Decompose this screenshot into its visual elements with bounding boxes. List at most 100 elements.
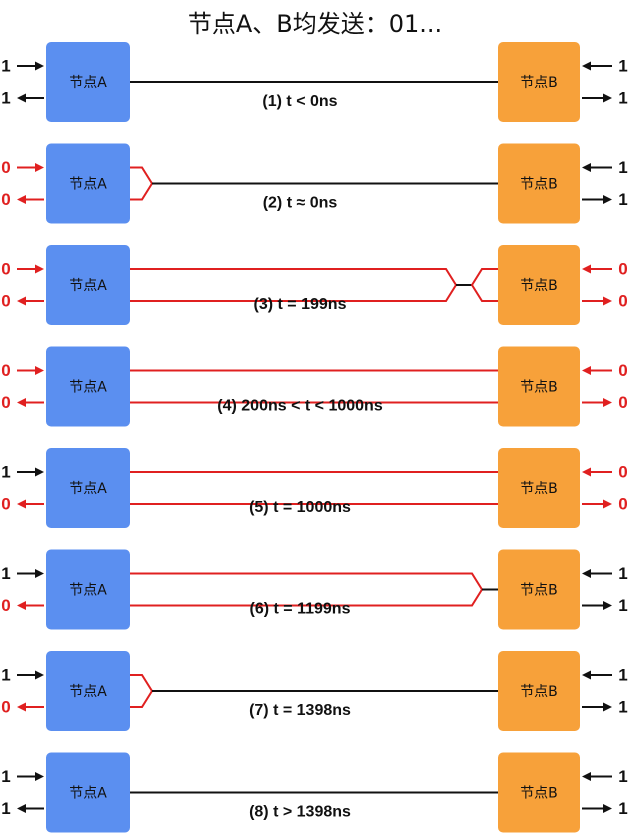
node-b-box — [498, 549, 580, 630]
step-caption: (6) t = 1199ns — [250, 601, 351, 618]
step-caption: (4) 200ns < t < 1000ns — [217, 398, 383, 415]
node-a-input-arrow-head — [35, 772, 44, 781]
node-a-label: 节点A — [69, 380, 107, 396]
node-b-box — [498, 752, 580, 833]
node-b-label: 节点B — [520, 684, 558, 700]
step-caption: (8) t > 1398ns — [249, 804, 351, 821]
node-b-output-arrow-head — [603, 93, 612, 103]
node-a-output-arrow-head — [17, 195, 26, 204]
node-a-output-value: 0 — [1, 190, 10, 209]
node-a-label: 节点A — [69, 75, 107, 91]
node-a-input-value: 0 — [1, 361, 10, 380]
node-b-box — [498, 143, 580, 224]
node-b-input-value: 1 — [618, 564, 627, 583]
node-b-output-arrow-head — [603, 804, 612, 813]
node-b-output-value: 1 — [618, 88, 627, 107]
node-b-input-value: 1 — [618, 56, 627, 75]
node-b-input-value: 1 — [618, 665, 627, 684]
node-b-label: 节点B — [520, 786, 558, 802]
node-a-label: 节点A — [69, 583, 107, 599]
node-b-output-value: 1 — [618, 190, 627, 209]
node-a-output-value: 0 — [1, 596, 10, 615]
node-b-input-arrow-head — [582, 670, 591, 680]
node-a-input-arrow-head — [35, 61, 44, 71]
node-a-box — [46, 549, 130, 630]
node-b-label: 节点B — [520, 177, 558, 193]
node-b-label: 节点B — [520, 380, 558, 396]
node-a-input-arrow-head — [35, 163, 44, 172]
node-b-output-arrow-head — [603, 398, 612, 407]
node-a-output-value: 1 — [1, 88, 10, 107]
signal-front-b — [470, 268, 498, 302]
node-a-input-arrow-head — [35, 264, 44, 274]
node-b-input-arrow-head — [582, 467, 591, 477]
node-b-output-arrow-head — [603, 499, 612, 509]
node-a-input-value: 1 — [1, 56, 10, 75]
timeline-row: 节点A 节点B 0 0 0 0 (4) 200ns < t < 1000ns — [1, 346, 628, 427]
node-a-input-value: 1 — [1, 665, 10, 684]
node-a-output-arrow-head — [17, 499, 26, 509]
signal-front-a — [130, 674, 154, 708]
node-a-output-arrow-head — [17, 398, 26, 407]
node-a-output-arrow-head — [17, 93, 26, 103]
node-a-output-value: 1 — [1, 799, 10, 818]
node-a-input-arrow-head — [35, 569, 44, 578]
step-caption: (7) t = 1398ns — [249, 702, 351, 719]
step-caption: (5) t = 1000ns — [249, 499, 351, 516]
node-a-box — [46, 346, 130, 427]
node-a-label: 节点A — [69, 278, 107, 294]
timeline-row: 节点A 节点B 1 0 1 1 (6) t = 1199ns — [1, 549, 628, 630]
node-a-output-value: 0 — [1, 697, 10, 716]
node-a-box — [46, 448, 130, 528]
node-a-input-value: 1 — [1, 564, 10, 583]
node-a-output-arrow-head — [17, 601, 26, 610]
node-a-label: 节点A — [69, 481, 107, 497]
node-a-box — [46, 245, 130, 325]
node-a-output-arrow-head — [17, 296, 26, 306]
node-b-output-arrow-head — [603, 296, 612, 306]
node-b-label: 节点B — [520, 583, 558, 599]
node-a-output-value: 0 — [1, 291, 10, 310]
node-b-input-value: 1 — [618, 158, 627, 177]
node-b-box — [498, 245, 580, 325]
node-a-output-arrow-head — [17, 804, 26, 813]
node-b-output-arrow-head — [603, 601, 612, 610]
node-a-box — [46, 143, 130, 224]
signal-front-a — [130, 166, 154, 201]
node-b-label: 节点B — [520, 481, 558, 497]
node-a-output-value: 0 — [1, 494, 10, 513]
node-b-output-arrow-head — [603, 195, 612, 204]
node-b-input-value: 0 — [618, 462, 627, 481]
node-b-input-value: 0 — [618, 361, 627, 380]
node-a-input-arrow-head — [35, 670, 44, 680]
node-b-input-arrow-head — [582, 264, 591, 274]
node-b-box — [498, 346, 580, 427]
node-b-box — [498, 651, 580, 731]
step-caption: (1) t < 0ns — [262, 93, 337, 110]
diagram-title: 节点A、B均发送：01... — [187, 10, 443, 38]
node-b-output-value: 1 — [618, 697, 627, 716]
node-b-output-value: 0 — [618, 393, 627, 412]
node-b-input-arrow-head — [582, 366, 591, 375]
node-a-output-value: 0 — [1, 393, 10, 412]
node-a-box — [46, 42, 130, 122]
node-a-output-arrow-head — [17, 702, 26, 712]
node-b-output-value: 0 — [618, 494, 627, 513]
node-b-output-value: 1 — [618, 799, 627, 818]
node-b-input-arrow-head — [582, 61, 591, 71]
node-b-input-value: 0 — [618, 259, 627, 278]
node-a-input-value: 0 — [1, 259, 10, 278]
node-b-input-arrow-head — [582, 569, 591, 578]
node-a-box — [46, 651, 130, 731]
node-b-output-value: 1 — [618, 596, 627, 615]
node-a-input-arrow-head — [35, 366, 44, 375]
node-a-input-value: 0 — [1, 158, 10, 177]
